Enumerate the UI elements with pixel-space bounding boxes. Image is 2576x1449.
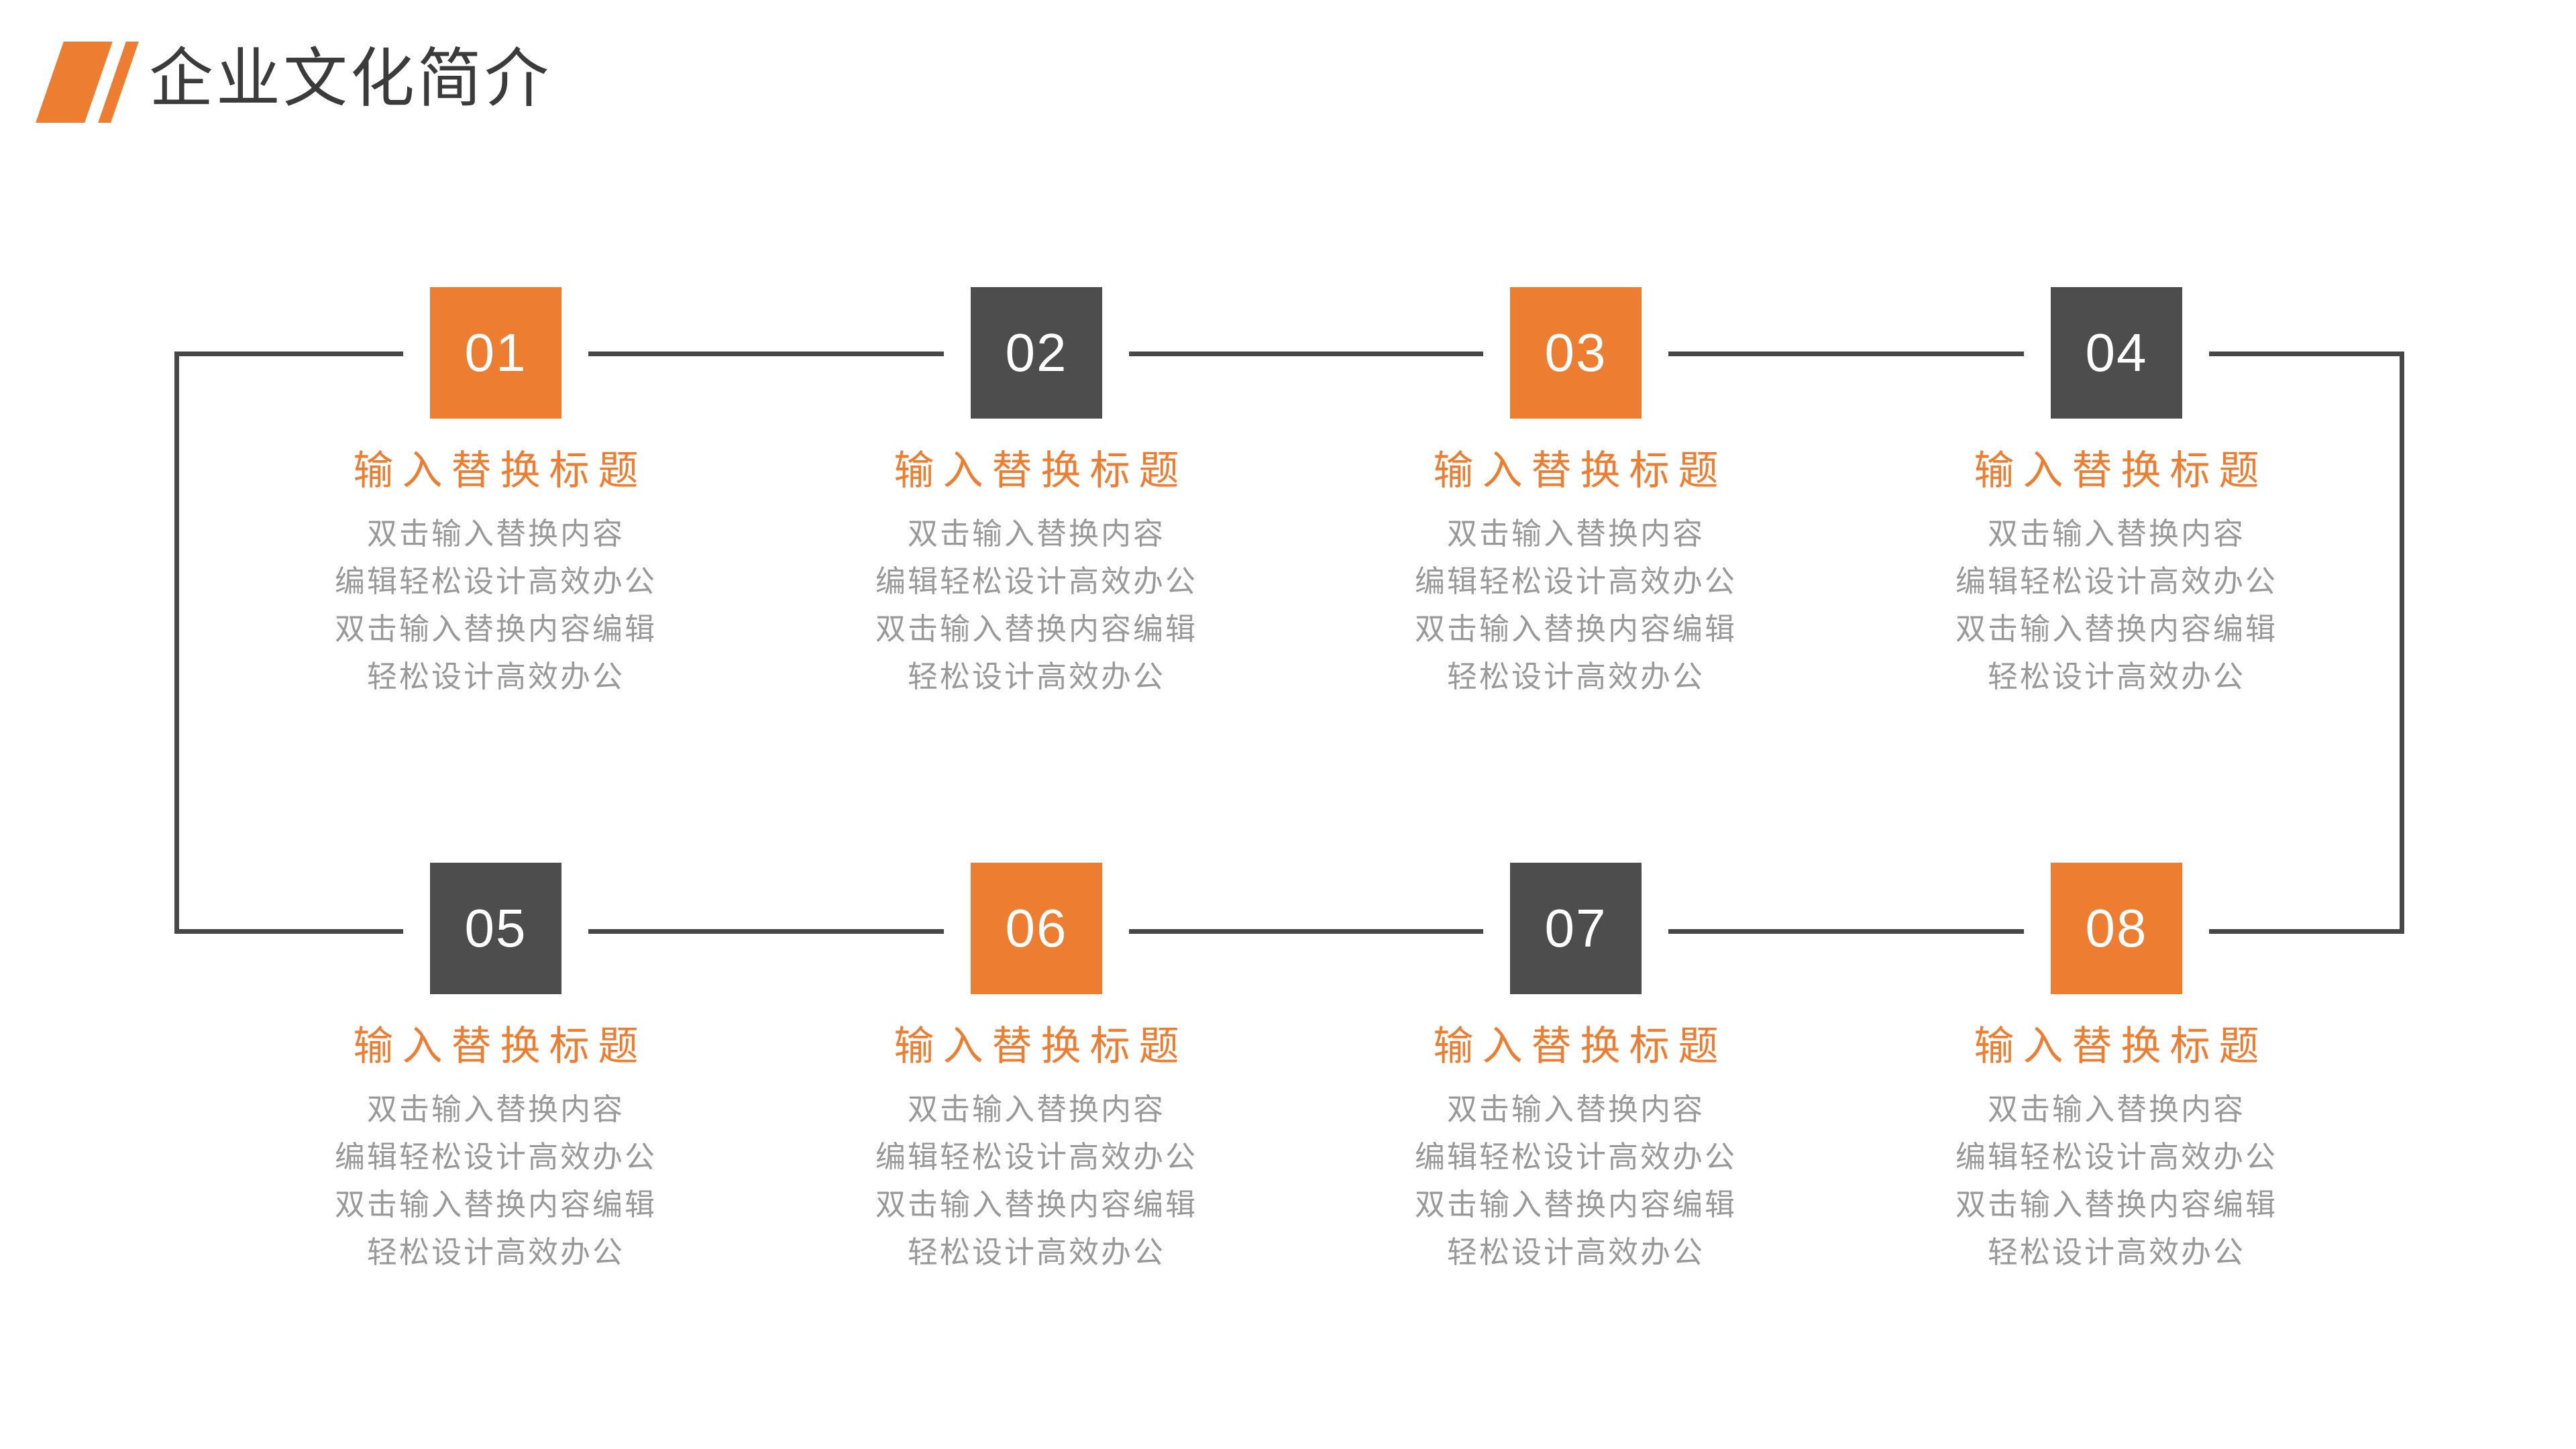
step-item-06: 06 输入替换标题 双击输入替换内容 编辑轻松设计高效办公 双击输入替换内容编辑…	[822, 863, 1251, 1276]
connector-bottom-segment-4	[1668, 929, 2024, 934]
connector-bottom-segment-3	[1129, 929, 1483, 934]
connector-bottom-segment-1	[174, 929, 403, 934]
step-item-03: 03 输入替换标题 双击输入替换内容 编辑轻松设计高效办公 双击输入替换内容编辑…	[1361, 287, 1790, 700]
step-title: 输入替换标题	[1433, 1024, 1727, 1069]
connector-top-segment-2	[588, 352, 944, 356]
step-number-box: 08	[2051, 863, 2182, 994]
step-item-05: 05 输入替换标题 双击输入替换内容 编辑轻松设计高效办公 双击输入替换内容编辑…	[281, 863, 710, 1276]
step-title: 输入替换标题	[353, 449, 647, 493]
connector-left-vertical	[174, 352, 179, 934]
step-title: 输入替换标题	[1433, 449, 1727, 493]
step-item-08: 08 输入替换标题 双击输入替换内容 编辑轻松设计高效办公 双击输入替换内容编辑…	[1902, 863, 2331, 1276]
connector-bottom-segment-5	[2209, 929, 2404, 934]
step-body: 双击输入替换内容 编辑轻松设计高效办公 双击输入替换内容编辑 轻松设计高效办公	[1414, 1092, 1737, 1269]
slide-header: 企业文化简介	[0, 0, 2576, 174]
step-number: 07	[1544, 898, 1607, 958]
page-title: 企业文化简介	[149, 43, 551, 115]
connector-right-vertical	[2400, 352, 2404, 934]
step-number-box: 07	[1510, 863, 1642, 994]
step-body: 双击输入替换内容 编辑轻松设计高效办公 双击输入替换内容编辑 轻松设计高效办公	[1955, 1092, 2277, 1269]
connector-top-segment-1	[174, 352, 403, 356]
step-body: 双击输入替换内容 编辑轻松设计高效办公 双击输入替换内容编辑 轻松设计高效办公	[334, 1092, 657, 1269]
step-title: 输入替换标题	[894, 449, 1188, 493]
step-number: 04	[2085, 323, 2148, 382]
step-body: 双击输入替换内容 编辑轻松设计高效办公 双击输入替换内容编辑 轻松设计高效办公	[1414, 517, 1737, 694]
step-number-box: 01	[430, 287, 561, 419]
step-number-box: 02	[971, 287, 1102, 419]
step-number: 08	[2085, 898, 2148, 958]
step-number-box: 04	[2051, 287, 2182, 419]
connector-bottom-segment-2	[588, 929, 944, 934]
connector-top-segment-5	[2209, 352, 2404, 356]
step-body: 双击输入替换内容 编辑轻松设计高效办公 双击输入替换内容编辑 轻松设计高效办公	[334, 517, 657, 694]
step-title: 输入替换标题	[1974, 1024, 2268, 1069]
step-number-box: 05	[430, 863, 561, 994]
step-item-01: 01 输入替换标题 双击输入替换内容 编辑轻松设计高效办公 双击输入替换内容编辑…	[281, 287, 710, 700]
step-number: 03	[1544, 323, 1607, 382]
step-item-07: 07 输入替换标题 双击输入替换内容 编辑轻松设计高效办公 双击输入替换内容编辑…	[1361, 863, 1790, 1276]
step-item-02: 02 输入替换标题 双击输入替换内容 编辑轻松设计高效办公 双击输入替换内容编辑…	[822, 287, 1251, 700]
step-body: 双击输入替换内容 编辑轻松设计高效办公 双击输入替换内容编辑 轻松设计高效办公	[1955, 517, 2277, 694]
step-number-box: 03	[1510, 287, 1642, 419]
step-number: 06	[1005, 898, 1068, 958]
connector-top-segment-4	[1668, 352, 2024, 356]
step-body: 双击输入替换内容 编辑轻松设计高效办公 双击输入替换内容编辑 轻松设计高效办公	[875, 1092, 1197, 1269]
connector-top-segment-3	[1129, 352, 1483, 356]
step-body: 双击输入替换内容 编辑轻松设计高效办公 双击输入替换内容编辑 轻松设计高效办公	[875, 517, 1197, 694]
double-slash-icon	[36, 42, 113, 123]
step-number-box: 06	[971, 863, 1102, 994]
step-number: 01	[464, 323, 527, 382]
step-title: 输入替换标题	[1974, 449, 2268, 493]
step-title: 输入替换标题	[353, 1024, 647, 1069]
step-title: 输入替换标题	[894, 1024, 1188, 1069]
step-item-04: 04 输入替换标题 双击输入替换内容 编辑轻松设计高效办公 双击输入替换内容编辑…	[1902, 287, 2331, 700]
step-number: 02	[1005, 323, 1068, 382]
step-number: 05	[464, 898, 527, 958]
